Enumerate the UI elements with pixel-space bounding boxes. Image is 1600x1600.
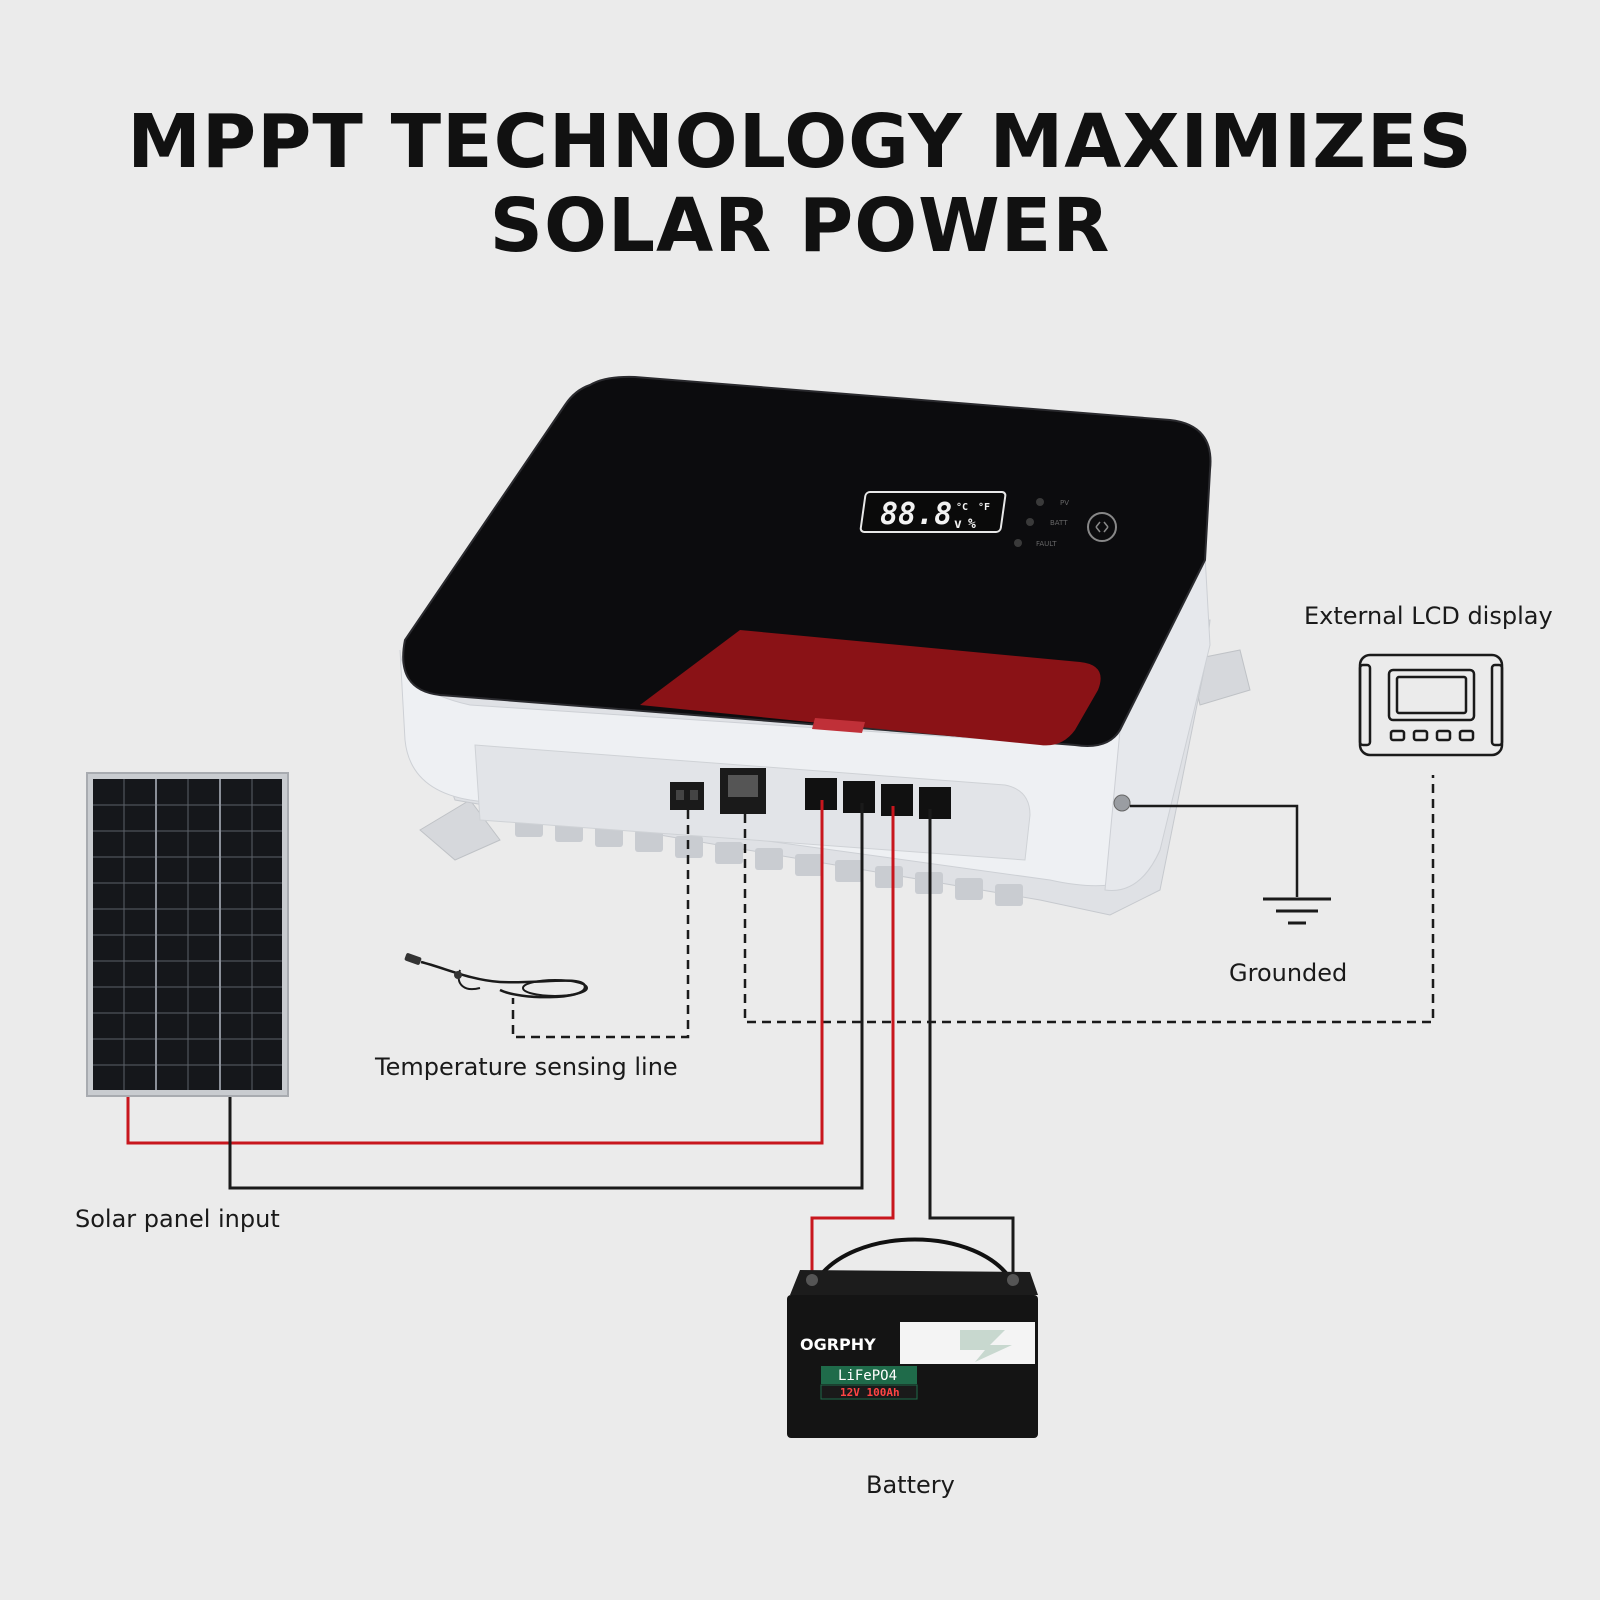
solar-positive-wire [126, 800, 824, 1145]
lcd-readout: 88.8 [880, 497, 952, 532]
battery-positive-wire [810, 806, 895, 1283]
lcd-display-icon [1358, 653, 1504, 757]
title-line-1: MPPT TECHNOLOGY MAXIMIZES [127, 99, 1473, 185]
battery-chemistry: LiFePO4 [838, 1368, 897, 1384]
controller-button[interactable] [1087, 512, 1117, 542]
battery-negative-wire [928, 809, 1015, 1283]
page-title: MPPT TECHNOLOGY MAXIMIZES SOLAR POWER [0, 100, 1600, 268]
ground-wire [1130, 804, 1299, 897]
batt-led [1026, 518, 1034, 526]
battery-brand: OGRPHY [800, 1335, 876, 1354]
solar-panel-icon [86, 772, 289, 1097]
temperature-probe-icon [404, 953, 588, 999]
mppt-controller-icon: 88.8 °C °F v % PV BATT FAULT [399, 375, 1251, 916]
pv-label: PV [1060, 499, 1069, 507]
label-grounded: Grounded [1229, 959, 1347, 987]
label-external-lcd: External LCD display [1304, 602, 1553, 630]
pv-negative-terminal [843, 781, 875, 813]
ground-symbol-icon [1263, 897, 1331, 925]
label-solar-input: Solar panel input [75, 1205, 280, 1233]
label-battery: Battery [866, 1471, 955, 1499]
pv-led [1036, 498, 1044, 506]
fault-label: FAULT [1036, 540, 1057, 548]
temp-sensor-port [670, 782, 704, 810]
battery-icon: OGRPHY LiFePO4 12V 100Ah [787, 1237, 1038, 1438]
rj45-port [720, 768, 766, 814]
fault-led [1014, 539, 1022, 547]
batt-label: BATT [1050, 519, 1068, 527]
label-temp-sensing: Temperature sensing line [374, 1053, 678, 1081]
title-line-2: SOLAR POWER [489, 183, 1111, 269]
batt-positive-terminal [881, 784, 913, 816]
solar-negative-wire [228, 803, 864, 1190]
battery-spec: 12V 100Ah [840, 1386, 900, 1399]
unit-c: °C [956, 502, 968, 513]
batt-negative-terminal [919, 787, 951, 819]
temp-sensing-wire [511, 810, 690, 1039]
unit-f: °F [978, 502, 990, 513]
ground-screw [1113, 794, 1131, 812]
unit-pct: % [968, 517, 976, 532]
unit-v: v [954, 517, 962, 532]
